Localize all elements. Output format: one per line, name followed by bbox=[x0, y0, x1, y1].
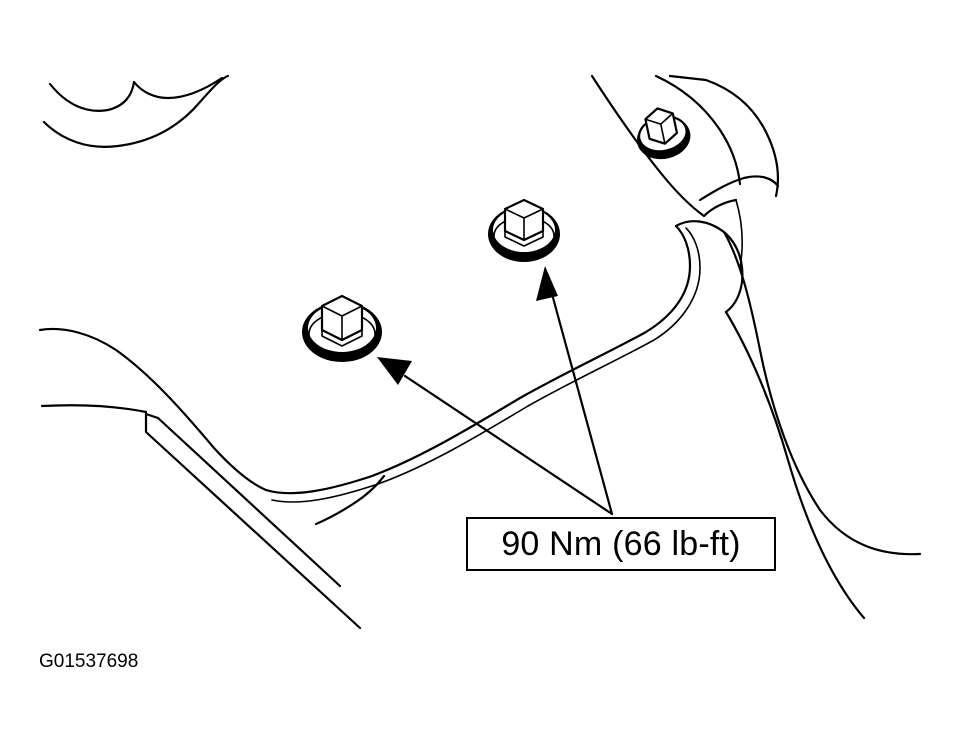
flange-bolt-icon bbox=[302, 294, 382, 362]
figure-identifier: G01537698 bbox=[39, 651, 139, 672]
bracket-panel-outline bbox=[264, 224, 701, 503]
upper-right-bolt bbox=[636, 107, 691, 160]
arrow-pointer-icon bbox=[377, 357, 412, 385]
leader-arrow-left bbox=[377, 357, 614, 516]
arrow-pointer-icon bbox=[536, 266, 558, 301]
leader-arrow-right bbox=[536, 266, 614, 516]
torque-callout-box: 90 Nm (66 lb-ft) bbox=[466, 517, 776, 571]
upper-left-component-outline bbox=[42, 74, 230, 148]
torque-specification-label: 90 Nm (66 lb-ft) bbox=[501, 524, 741, 563]
right-side-component bbox=[590, 74, 922, 620]
flange-bolt-icon bbox=[488, 198, 560, 262]
lower-left-rail bbox=[38, 327, 386, 630]
